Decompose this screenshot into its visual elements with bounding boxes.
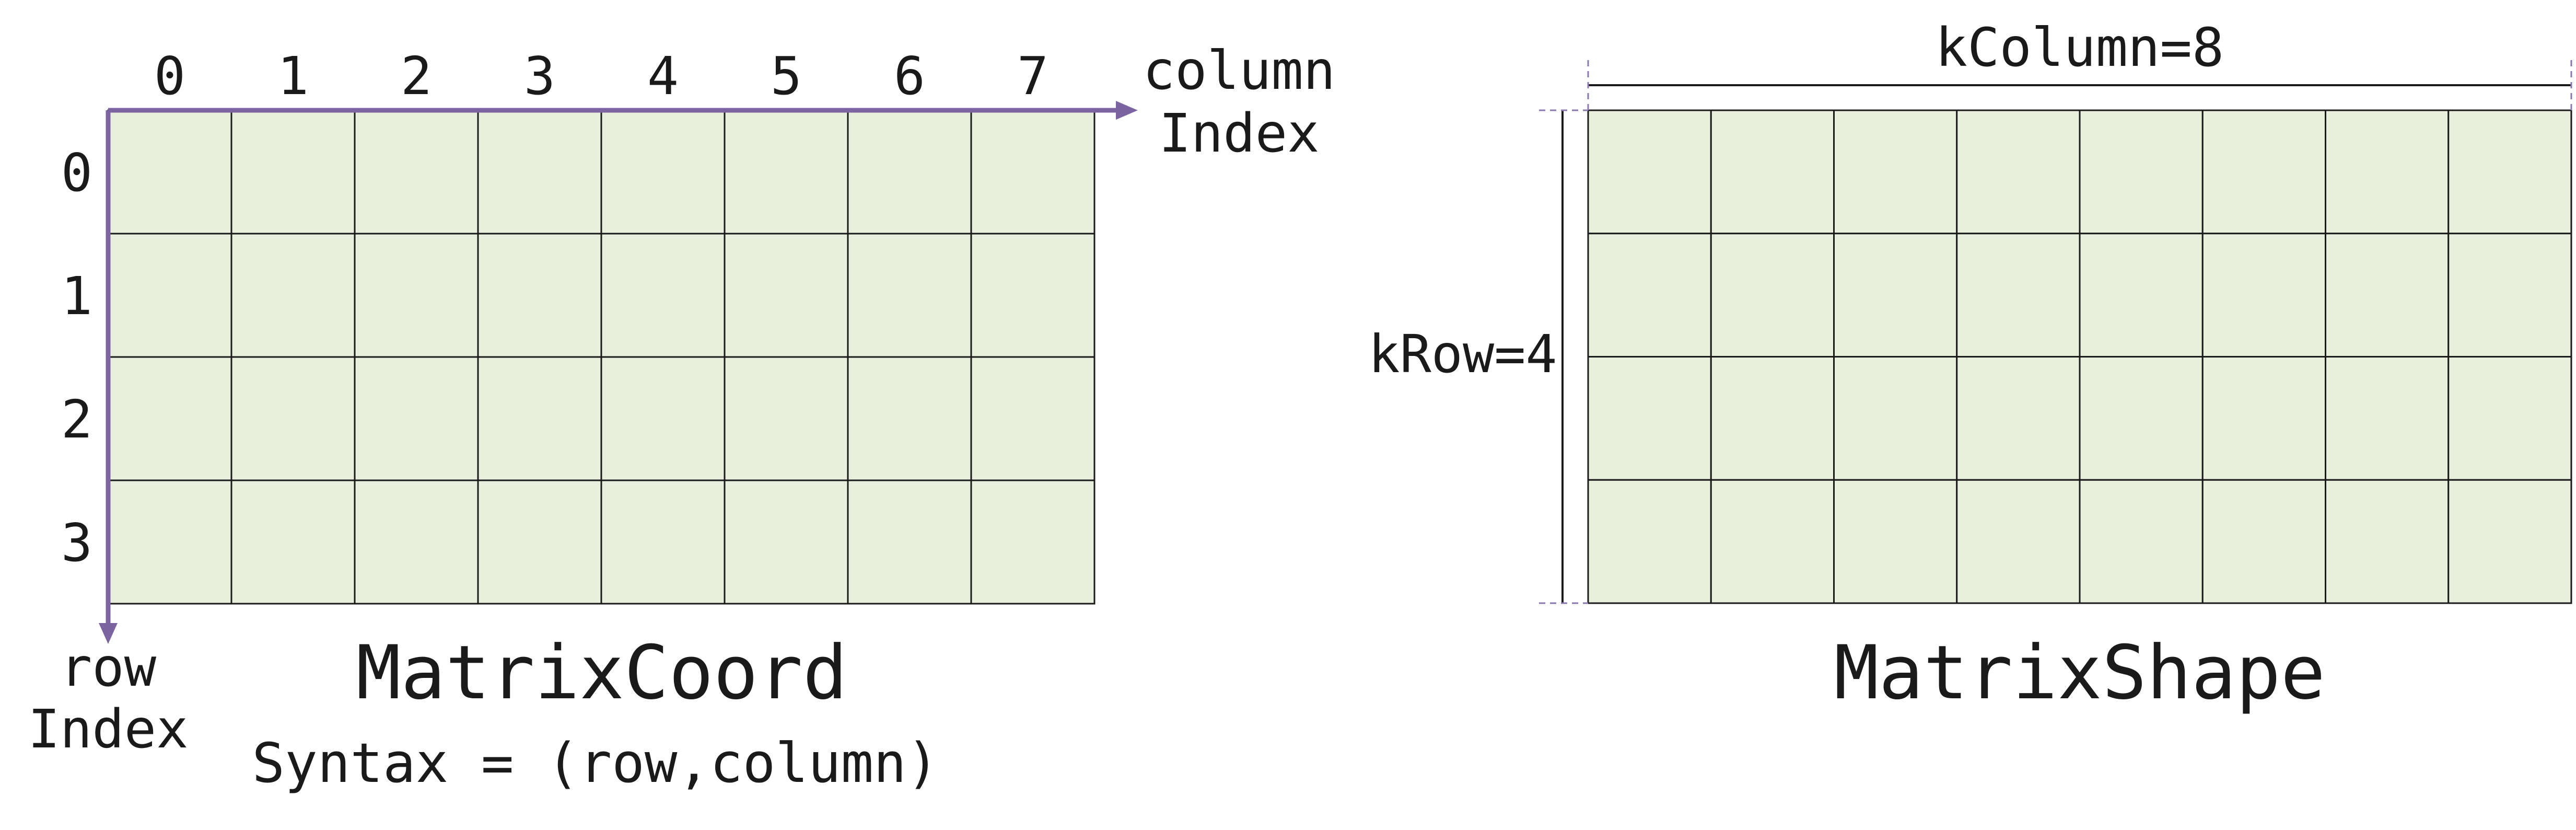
column-index-1: 1 bbox=[277, 45, 309, 107]
coord-cell-r2-c0 bbox=[107, 356, 232, 481]
coord-cell-r2-c7 bbox=[970, 356, 1095, 481]
coord-cell-r1-c0 bbox=[107, 233, 232, 358]
shape-cell-r3-c7 bbox=[2447, 479, 2572, 604]
matrix-shape-grid bbox=[1587, 109, 2572, 604]
coord-cell-r2-c5 bbox=[724, 356, 849, 481]
row-index-labels: 0 1 2 3 bbox=[61, 142, 92, 573]
coord-cell-r3-c5 bbox=[724, 479, 849, 605]
coord-cell-r2-c4 bbox=[600, 356, 726, 481]
coord-cell-r0-c6 bbox=[847, 109, 972, 235]
matrix-shape-title: MatrixShape bbox=[1834, 630, 2325, 716]
row-dimension-label: kRow=4 bbox=[1368, 324, 1557, 385]
shape-cell-r0-c2 bbox=[1833, 109, 1958, 235]
row-axis-arrow bbox=[99, 110, 118, 644]
column-axis-label-line1: column bbox=[1143, 40, 1335, 102]
row-index-1: 1 bbox=[61, 266, 92, 327]
coord-cell-r0-c7 bbox=[970, 109, 1095, 235]
row-index-2: 2 bbox=[61, 389, 92, 450]
shape-cell-r3-c5 bbox=[2201, 479, 2326, 604]
coord-cell-r2-c2 bbox=[354, 356, 479, 481]
coord-cell-r1-c2 bbox=[354, 233, 479, 358]
column-dimension-label: kColumn=8 bbox=[1936, 17, 2224, 79]
shape-cell-r3-c4 bbox=[2079, 479, 2204, 604]
matrix-coord-title: MatrixCoord bbox=[356, 630, 847, 716]
shape-cell-r0-c0 bbox=[1587, 109, 1712, 235]
shape-cell-r3-c3 bbox=[1956, 479, 2081, 604]
shape-cell-r1-c0 bbox=[1587, 233, 1712, 358]
shape-cell-r0-c7 bbox=[2447, 109, 2572, 235]
coord-cell-r3-c3 bbox=[477, 479, 602, 605]
coord-cell-r3-c1 bbox=[230, 479, 356, 605]
shape-cell-r3-c0 bbox=[1587, 479, 1712, 604]
coord-cell-r3-c6 bbox=[847, 479, 972, 605]
shape-cell-r1-c3 bbox=[1956, 233, 2081, 358]
column-index-3: 3 bbox=[524, 45, 555, 107]
shape-cell-r1-c2 bbox=[1833, 233, 1958, 358]
row-dimension-marker bbox=[1539, 109, 1588, 604]
row-axis-label-line2: Index bbox=[28, 698, 188, 760]
column-index-6: 6 bbox=[894, 45, 925, 107]
coord-cell-r3-c4 bbox=[600, 479, 726, 605]
shape-cell-r0-c1 bbox=[1710, 109, 1835, 235]
coord-cell-r2-c3 bbox=[477, 356, 602, 481]
shape-cell-r2-c0 bbox=[1587, 356, 1712, 481]
shape-cell-r2-c4 bbox=[2079, 356, 2204, 481]
coord-cell-r2-c6 bbox=[847, 356, 972, 481]
shape-cell-r1-c5 bbox=[2201, 233, 2326, 358]
coord-cell-r0-c2 bbox=[354, 109, 479, 235]
shape-cell-r1-c4 bbox=[2079, 233, 2204, 358]
coord-cell-r2-c1 bbox=[230, 356, 356, 481]
shape-cell-r1-c6 bbox=[2325, 233, 2450, 358]
column-dimension-marker bbox=[1587, 60, 2572, 110]
shape-cell-r2-c6 bbox=[2325, 356, 2450, 481]
coord-cell-r3-c0 bbox=[107, 479, 232, 605]
shape-cell-r3-c1 bbox=[1710, 479, 1835, 604]
row-axis-label-line1: row bbox=[60, 637, 157, 699]
shape-cell-r0-c5 bbox=[2201, 109, 2326, 235]
coord-cell-r0-c5 bbox=[724, 109, 849, 235]
coord-cell-r1-c1 bbox=[230, 233, 356, 358]
coord-cell-r3-c7 bbox=[970, 479, 1095, 605]
coord-cell-r0-c3 bbox=[477, 109, 602, 235]
coord-cell-r1-c7 bbox=[970, 233, 1095, 358]
coord-cell-r0-c1 bbox=[230, 109, 356, 235]
coord-cell-r0-c0 bbox=[107, 109, 232, 235]
shape-cell-r2-c7 bbox=[2447, 356, 2572, 481]
shape-cell-r2-c5 bbox=[2201, 356, 2326, 481]
column-index-0: 0 bbox=[154, 45, 185, 107]
shape-cell-r0-c6 bbox=[2325, 109, 2450, 235]
column-index-labels: 0 1 2 3 4 5 6 7 bbox=[154, 45, 1048, 107]
column-index-7: 7 bbox=[1017, 45, 1048, 107]
matrix-coord-grid bbox=[107, 109, 1095, 605]
coord-cell-r0-c4 bbox=[600, 109, 726, 235]
row-index-0: 0 bbox=[61, 142, 92, 203]
shape-cell-r3-c6 bbox=[2325, 479, 2450, 604]
shape-cell-r1-c1 bbox=[1710, 233, 1835, 358]
shape-cell-r0-c3 bbox=[1956, 109, 2081, 235]
shape-cell-r3-c2 bbox=[1833, 479, 1958, 604]
matrix-coord-syntax: Syntax = (row,column) bbox=[252, 731, 939, 795]
column-index-4: 4 bbox=[647, 45, 679, 107]
coord-cell-r1-c6 bbox=[847, 233, 972, 358]
row-index-3: 3 bbox=[61, 512, 92, 573]
coord-cell-r1-c3 bbox=[477, 233, 602, 358]
shape-cell-r0-c4 bbox=[2079, 109, 2204, 235]
coord-cell-r1-c5 bbox=[724, 233, 849, 358]
column-index-2: 2 bbox=[401, 45, 432, 107]
coord-cell-r3-c2 bbox=[354, 479, 479, 605]
column-index-5: 5 bbox=[771, 45, 802, 107]
column-axis-arrow bbox=[108, 101, 1138, 120]
shape-cell-r2-c1 bbox=[1710, 356, 1835, 481]
shape-cell-r2-c3 bbox=[1956, 356, 2081, 481]
shape-cell-r2-c2 bbox=[1833, 356, 1958, 481]
shape-cell-r1-c7 bbox=[2447, 233, 2572, 358]
column-axis-label-line2: Index bbox=[1159, 102, 1319, 165]
coord-cell-r1-c4 bbox=[600, 233, 726, 358]
